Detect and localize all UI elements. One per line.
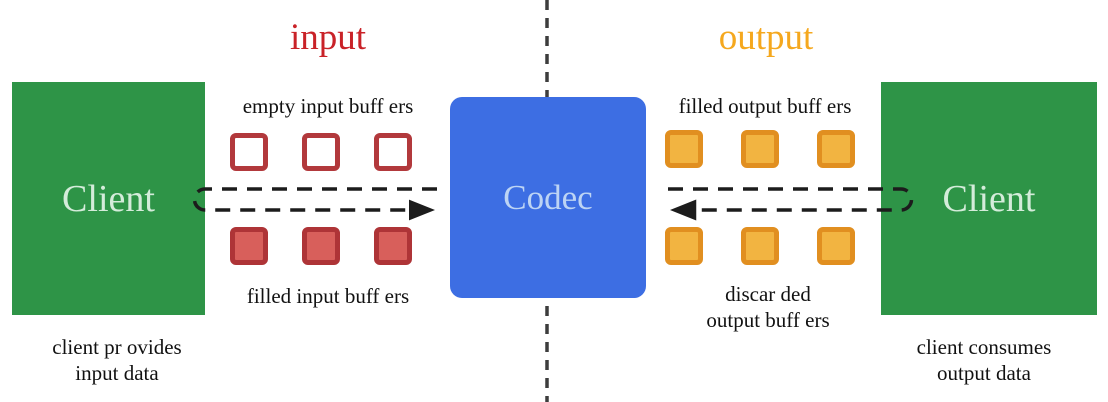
codec-box: Codec	[450, 97, 646, 298]
empty-input-buffers-label: empty input buff ers	[242, 94, 414, 118]
codec-from-client-arrow	[668, 187, 914, 221]
filled-input-buffers-row	[230, 227, 412, 265]
client-left-caption-line1: client pr ovides	[52, 335, 182, 359]
discarded-label-line1: discar ded	[725, 282, 811, 306]
client-right-label: Client	[942, 177, 1036, 220]
empty-input-buffer-square	[230, 133, 268, 171]
input-section-label: input	[289, 17, 367, 58]
client-right-box: Client	[881, 82, 1097, 315]
client-right-caption-line2: output data	[937, 361, 1031, 385]
discarded-label-line2: output buff ers	[706, 308, 830, 332]
discarded-output-buffer-square	[741, 227, 779, 265]
client-to-codec-arrow	[192, 187, 437, 221]
empty-input-buffer-square	[374, 133, 412, 171]
client-left-caption: client pr ovides input data	[12, 334, 222, 386]
client-left-box: Client	[12, 82, 205, 315]
filled-output-buffers-label: filled output buff ers	[678, 94, 852, 118]
filled-output-buffers-row	[665, 130, 855, 168]
client-right-caption: client consumes output data	[870, 334, 1098, 386]
client-right-caption-line1: client consumes	[916, 335, 1052, 359]
client-left-label: Client	[62, 177, 155, 220]
discarded-output-buffer-square	[817, 227, 855, 265]
client-left-caption-line2: input data	[75, 361, 159, 385]
filled-output-buffer-square	[665, 130, 703, 168]
filled-input-buffer-square	[230, 227, 268, 265]
codec-label: Codec	[503, 177, 593, 217]
output-section-label: output	[718, 17, 814, 58]
filled-input-buffer-square	[302, 227, 340, 265]
filled-input-buffer-square	[374, 227, 412, 265]
empty-input-buffer-square	[302, 133, 340, 171]
discarded-output-buffer-square	[665, 227, 703, 265]
discarded-output-buffers-row	[665, 227, 855, 265]
discarded-output-buffers-label: discar ded output buff ers	[658, 281, 878, 333]
filled-output-buffer-square	[817, 130, 855, 168]
filled-output-buffer-square	[741, 130, 779, 168]
empty-input-buffers-row	[230, 133, 412, 171]
filled-input-buffers-label: filled input buff ers	[246, 284, 410, 308]
